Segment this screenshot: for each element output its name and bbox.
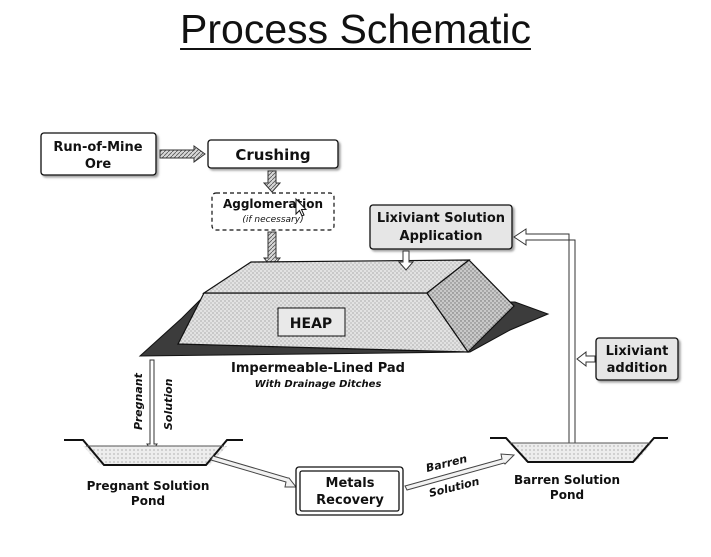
agglomeration-note: (if necessary) bbox=[242, 215, 303, 225]
pregnant-flow-label-2: Solution bbox=[162, 378, 175, 430]
diagram-title: Process Schematic bbox=[180, 6, 531, 52]
arrow-pregnant-to-recovery bbox=[210, 455, 298, 488]
heap-label-box: HEAP bbox=[277, 307, 346, 337]
lixiviant-addition-box: Lixiviant addition bbox=[595, 337, 679, 381]
lixiviant-application-label-1: Lixiviant Solution bbox=[377, 211, 505, 226]
heap-label: HEAP bbox=[290, 316, 332, 332]
agglomeration-label: Agglomeration bbox=[223, 197, 323, 211]
mouse-pointer-icon bbox=[295, 197, 308, 217]
metals-recovery-label-1: Metals bbox=[326, 476, 375, 491]
lixiviant-addition-label-1: Lixiviant bbox=[606, 344, 669, 359]
pad-sublabel: With Drainage Ditches bbox=[255, 379, 382, 390]
lixiviant-application-label-2: Application bbox=[400, 229, 483, 244]
run-of-mine-box: Run-of-Mine Ore bbox=[40, 132, 157, 176]
crushing-box: Crushing bbox=[207, 139, 339, 169]
lixiviant-addition-label-2: addition bbox=[607, 361, 668, 376]
arrow-pregnant-solution-flow bbox=[146, 359, 158, 453]
pregnant-pond-label-2: Pond bbox=[131, 494, 165, 508]
arrow-application-to-heap bbox=[397, 250, 415, 271]
run-of-mine-label-2: Ore bbox=[85, 157, 111, 172]
heap-pile bbox=[177, 259, 515, 353]
crushing-label: Crushing bbox=[235, 146, 310, 164]
agglomeration-box: Agglomeration (if necessary) bbox=[211, 192, 335, 231]
pregnant-pond-label-1: Pregnant Solution bbox=[87, 479, 210, 493]
barren-solution-pond bbox=[490, 437, 668, 463]
arrow-crushing-to-agglomeration bbox=[262, 170, 282, 193]
metals-recovery-box: Metals Recovery bbox=[295, 466, 404, 516]
pad-label: Impermeable-Lined Pad bbox=[231, 361, 405, 376]
lixiviant-application-box: Lixiviant Solution Application bbox=[369, 204, 513, 250]
arrow-recovery-to-barren bbox=[404, 453, 516, 491]
run-of-mine-label-1: Run-of-Mine bbox=[53, 140, 142, 155]
barren-pond-label-1: Barren Solution bbox=[514, 473, 620, 487]
arrow-addition-to-recycle bbox=[576, 350, 596, 368]
arrow-recycle-to-application bbox=[513, 228, 576, 446]
pregnant-flow-label-1: Pregnant bbox=[132, 372, 145, 430]
barren-pond-label-2: Pond bbox=[550, 488, 584, 502]
pregnant-solution-pond bbox=[64, 439, 243, 466]
arrow-ore-to-crushing bbox=[159, 145, 206, 163]
metals-recovery-label-2: Recovery bbox=[316, 493, 384, 508]
